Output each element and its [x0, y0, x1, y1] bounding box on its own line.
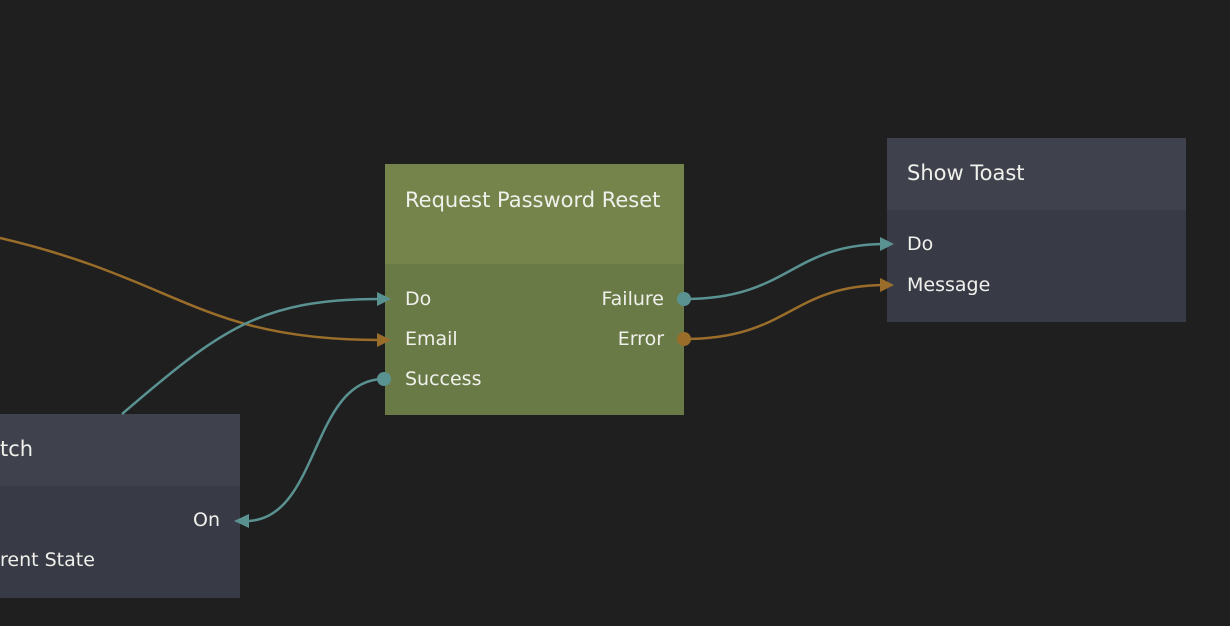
port-current-state[interactable]: rent State: [0, 549, 95, 571]
port-message[interactable]: Message: [907, 274, 991, 296]
node-header: Show Toast: [887, 138, 1186, 210]
wire-failure-to-toast-do[interactable]: [683, 242, 887, 301]
wire-switch-to-do[interactable]: [121, 297, 381, 415]
node-title: Request Password Reset: [405, 188, 661, 212]
wire-error-to-message[interactable]: [683, 283, 887, 341]
node-title: Show Toast: [907, 161, 1025, 185]
node-header: tch: [0, 414, 240, 486]
switch-node[interactable]: tch On rent State: [0, 414, 240, 598]
port-error[interactable]: Error: [617, 328, 664, 350]
port-do[interactable]: Do: [405, 288, 432, 310]
request-password-reset-node[interactable]: Request Password Reset Do Email Success …: [385, 164, 684, 415]
wire-success-to-on[interactable]: [245, 377, 385, 523]
node-body: On rent State: [0, 486, 240, 598]
node-title: tch: [0, 437, 34, 461]
node-body: Do Email Success Failure Error: [385, 264, 684, 415]
port-failure[interactable]: Failure: [601, 288, 664, 310]
port-do[interactable]: Do: [907, 233, 934, 255]
node-header: Request Password Reset: [385, 164, 684, 264]
wire-to-email[interactable]: [0, 236, 381, 342]
port-email[interactable]: Email: [405, 328, 458, 350]
port-on[interactable]: On: [193, 509, 220, 531]
port-success[interactable]: Success: [405, 368, 482, 390]
node-body: Do Message: [887, 210, 1186, 322]
show-toast-node[interactable]: Show Toast Do Message: [887, 138, 1186, 322]
